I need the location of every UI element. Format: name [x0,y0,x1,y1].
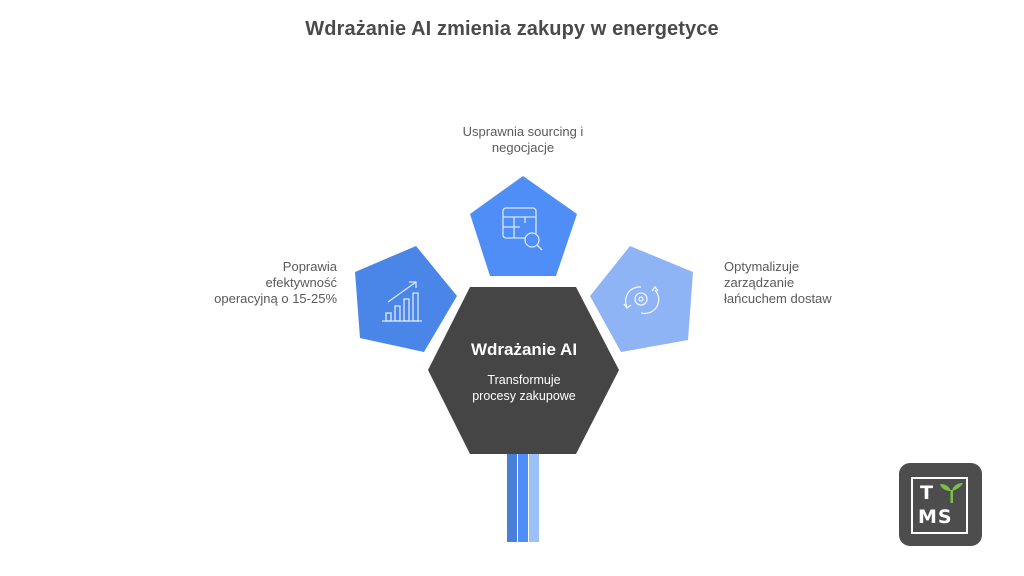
center-subtitle-line: procesy zakupowe [472,389,576,403]
gear-cycle-icon [623,285,660,315]
label-line: negocjacje [491,140,555,155]
node-right-label: Optymalizuje zarządzanie łańcuchem dosta… [724,259,884,307]
label-line: Optymalizuje [724,259,800,274]
center-subtitle-line: Transformuje [487,373,561,387]
label-line: Poprawia [282,259,337,274]
node-right-pentagon [590,246,693,352]
center-title: Wdrażanie AI [470,340,578,359]
label-line: Usprawnia sourcing i [462,124,584,139]
node-top-label: Usprawnia sourcing i negocjacje [440,124,606,156]
node-left-pentagon [355,246,457,352]
center-hexagon [428,287,619,454]
node-top-pentagon [470,176,577,276]
logo-letter-t: T [920,482,933,504]
stem [507,452,539,542]
node-left-label: Poprawia efektywność operacyjną o 15-25% [180,259,337,307]
logo-frame: T MS [911,477,968,534]
logo-letters-ms: MS [918,506,953,528]
label-line: zarządzanie [724,275,795,290]
diagram-title: Wdrażanie AI zmienia zakupy w energetyce [305,18,719,40]
stem-bar-2 [518,452,528,542]
table-search-icon [502,207,543,251]
tms-logo: T MS [899,463,982,546]
stem-bar-1 [507,452,517,542]
center-subtitle: Transformuje procesy zakupowe [430,372,618,404]
growth-chart-icon [382,281,422,322]
label-line: łańcuchem dostaw [724,291,832,306]
label-line: operacyjną o 15-25% [214,291,337,306]
label-line: efektywność [265,275,337,290]
sprout-icon [940,483,963,503]
stem-bar-3 [529,452,539,542]
